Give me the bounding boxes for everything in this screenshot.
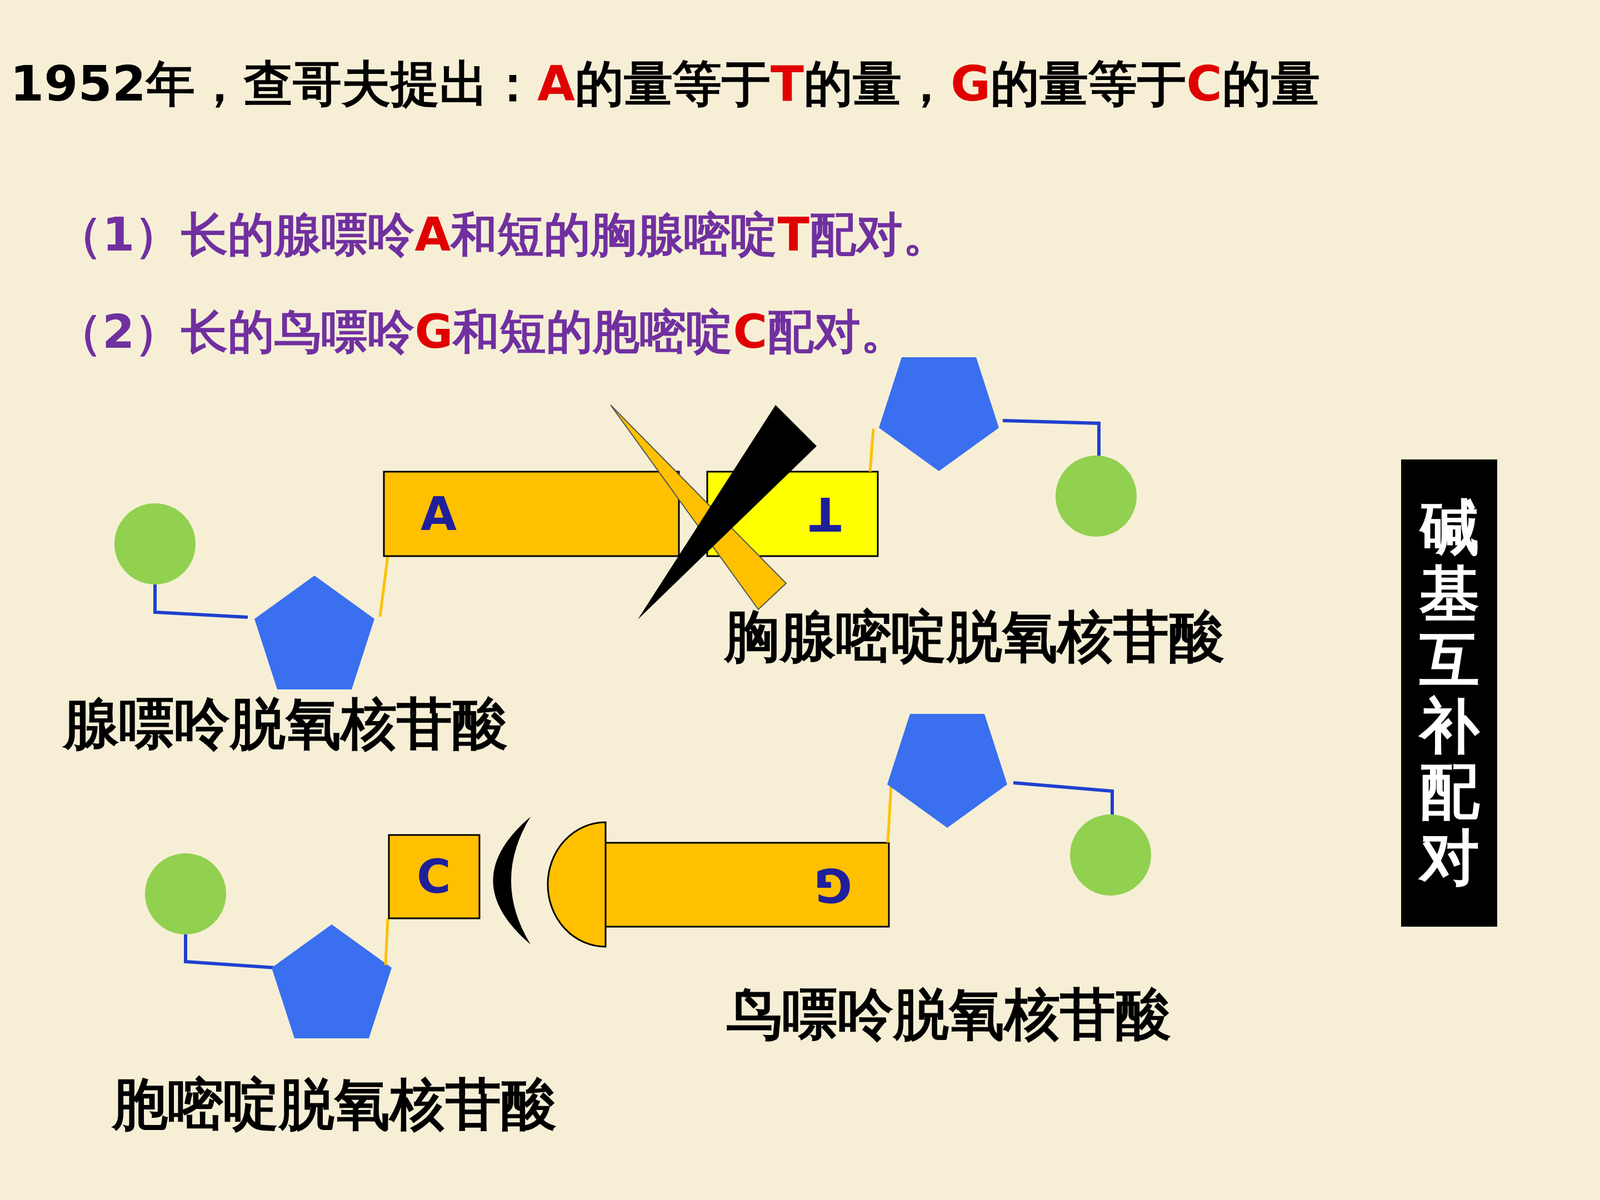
adenine-base: A (383, 471, 679, 557)
nucleotide-name: 胸腺嘧啶脱氧核苷酸 (724, 603, 1225, 670)
nucleotide-name: 鸟嘌呤脱氧核苷酸 (726, 981, 1172, 1048)
nucleotide-name: 胞嘧啶脱氧核苷酸 (112, 1071, 557, 1138)
badge-text: 碱基互补配对 (1419, 495, 1480, 892)
cytosine-base: C (388, 835, 480, 919)
pairing-rule: （2）长的鸟嘌呤G和短的胞嘧啶C配对。 (55, 303, 908, 360)
pairing-rule: （1）长的腺嘌呤A和短的胸腺嘧啶T配对。 (55, 206, 950, 263)
nucleotide-name: 腺嘌呤脱氧核苷酸 (63, 690, 508, 758)
base-letter: C (416, 849, 452, 904)
base-letter: G (813, 857, 853, 913)
base-letter: T (809, 486, 842, 542)
slide-title: 1952年，查哥夫提出：A的量等于T的量，G的量等于C的量 (10, 54, 1320, 114)
base-letter: A (420, 486, 457, 542)
title-badge: 碱基互补配对 (1401, 459, 1498, 927)
thymine-base: T (707, 471, 878, 557)
guanine-base: G (602, 842, 889, 927)
